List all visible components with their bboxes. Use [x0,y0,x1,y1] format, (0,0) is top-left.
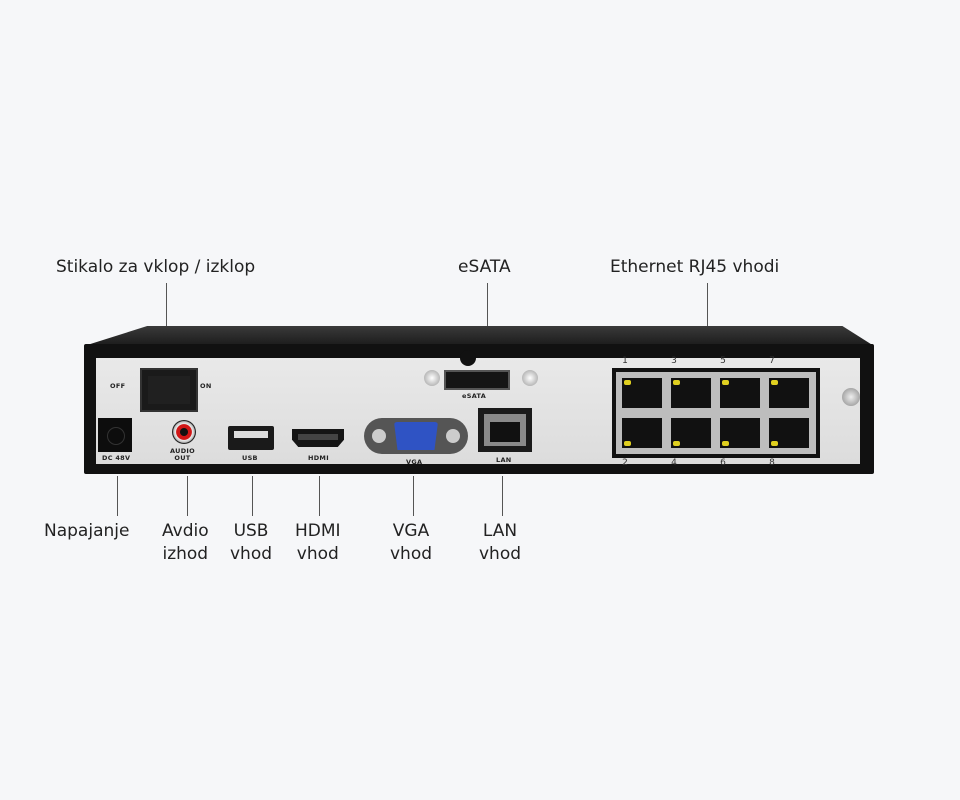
ethernet-port-2[interactable] [622,418,662,448]
hdmi-label: HDMI vhod [295,520,341,566]
ground-screw [842,388,860,406]
vga-port[interactable] [364,418,468,454]
audio-out-line2: OUT [174,454,191,462]
usb-label-line2: vhod [230,544,273,564]
lan-port[interactable] [478,408,532,452]
nvr-device: OFF ON DC 48V AUDIO OUT USB HDMI VGA LAN… [84,344,874,474]
vga-text: VGA [406,458,423,466]
esata-label: eSATA [458,257,511,277]
hdmi-label-line1: HDMI [295,521,341,541]
lan-label: LAN vhod [479,520,521,566]
port-number: 6 [720,458,726,468]
device-top-cover [84,326,874,346]
usb-label: USB vhod [230,520,272,566]
ethernet-port-3[interactable] [671,378,711,408]
esata-text: eSATA [462,392,487,400]
esata-screw-right [522,370,538,386]
port-number: 3 [671,356,677,366]
vga-screw-right [446,429,460,443]
rear-panel: OFF ON DC 48V AUDIO OUT USB HDMI VGA LAN… [96,350,860,468]
ethernet-port-8[interactable] [769,418,809,448]
vga-screw-left [372,429,386,443]
esata-screw-left [424,370,440,386]
hdmi-leader [319,476,320,516]
ethernet-port-4[interactable] [671,418,711,448]
power-label: Napajanje [44,521,130,541]
audio-label-line1: Avdio [162,521,209,541]
dc-power-jack[interactable] [98,418,132,452]
ground-knob [460,350,476,366]
usb-port[interactable] [228,426,274,450]
audio-out-text: AUDIO OUT [170,448,195,462]
port-number: 1 [622,356,628,366]
usb-text: USB [242,454,258,462]
hdmi-text: HDMI [308,454,329,462]
ethernet-label: Ethernet RJ45 vhodi [610,257,780,277]
off-text: OFF [110,382,126,390]
ethernet-port-block [612,368,820,458]
lan-leader [502,476,503,516]
power-switch[interactable] [140,368,198,412]
audio-leader [187,476,188,516]
vga-label-line1: VGA [392,521,430,541]
dc-text: DC 48V [102,454,131,462]
vga-leader [413,476,414,516]
on-text: ON [200,382,212,390]
port-number: 5 [720,356,726,366]
lan-label-line1: LAN [482,521,518,541]
hdmi-port[interactable] [292,429,344,447]
esata-leader [487,283,488,367]
audio-out-port[interactable] [172,420,196,444]
vga-label-line2: vhod [390,544,433,564]
lan-label-line2: vhod [479,544,522,564]
vga-connector [394,422,438,450]
usb-label-line1: USB [233,521,269,541]
port-number: 2 [622,458,628,468]
audio-label-line2: izhod [162,544,209,564]
ethernet-port-5[interactable] [720,378,760,408]
vga-label: VGA vhod [390,520,432,566]
port-number: 4 [671,458,677,468]
audio-label: Avdio izhod [162,520,209,566]
port-number: 7 [769,356,775,366]
ethernet-leader [707,283,708,363]
audio-out-line1: AUDIO [170,447,195,455]
esata-port[interactable] [444,370,510,390]
lan-socket [490,422,520,442]
lan-text: LAN [496,456,512,464]
ethernet-port-6[interactable] [720,418,760,448]
ethernet-port-7[interactable] [769,378,809,408]
power-leader [117,476,118,516]
ethernet-port-1[interactable] [622,378,662,408]
port-number: 8 [769,458,775,468]
usb-leader [252,476,253,516]
power-switch-label: Stikalo za vklop / izklop [56,257,256,277]
hdmi-label-line2: vhod [296,544,339,564]
